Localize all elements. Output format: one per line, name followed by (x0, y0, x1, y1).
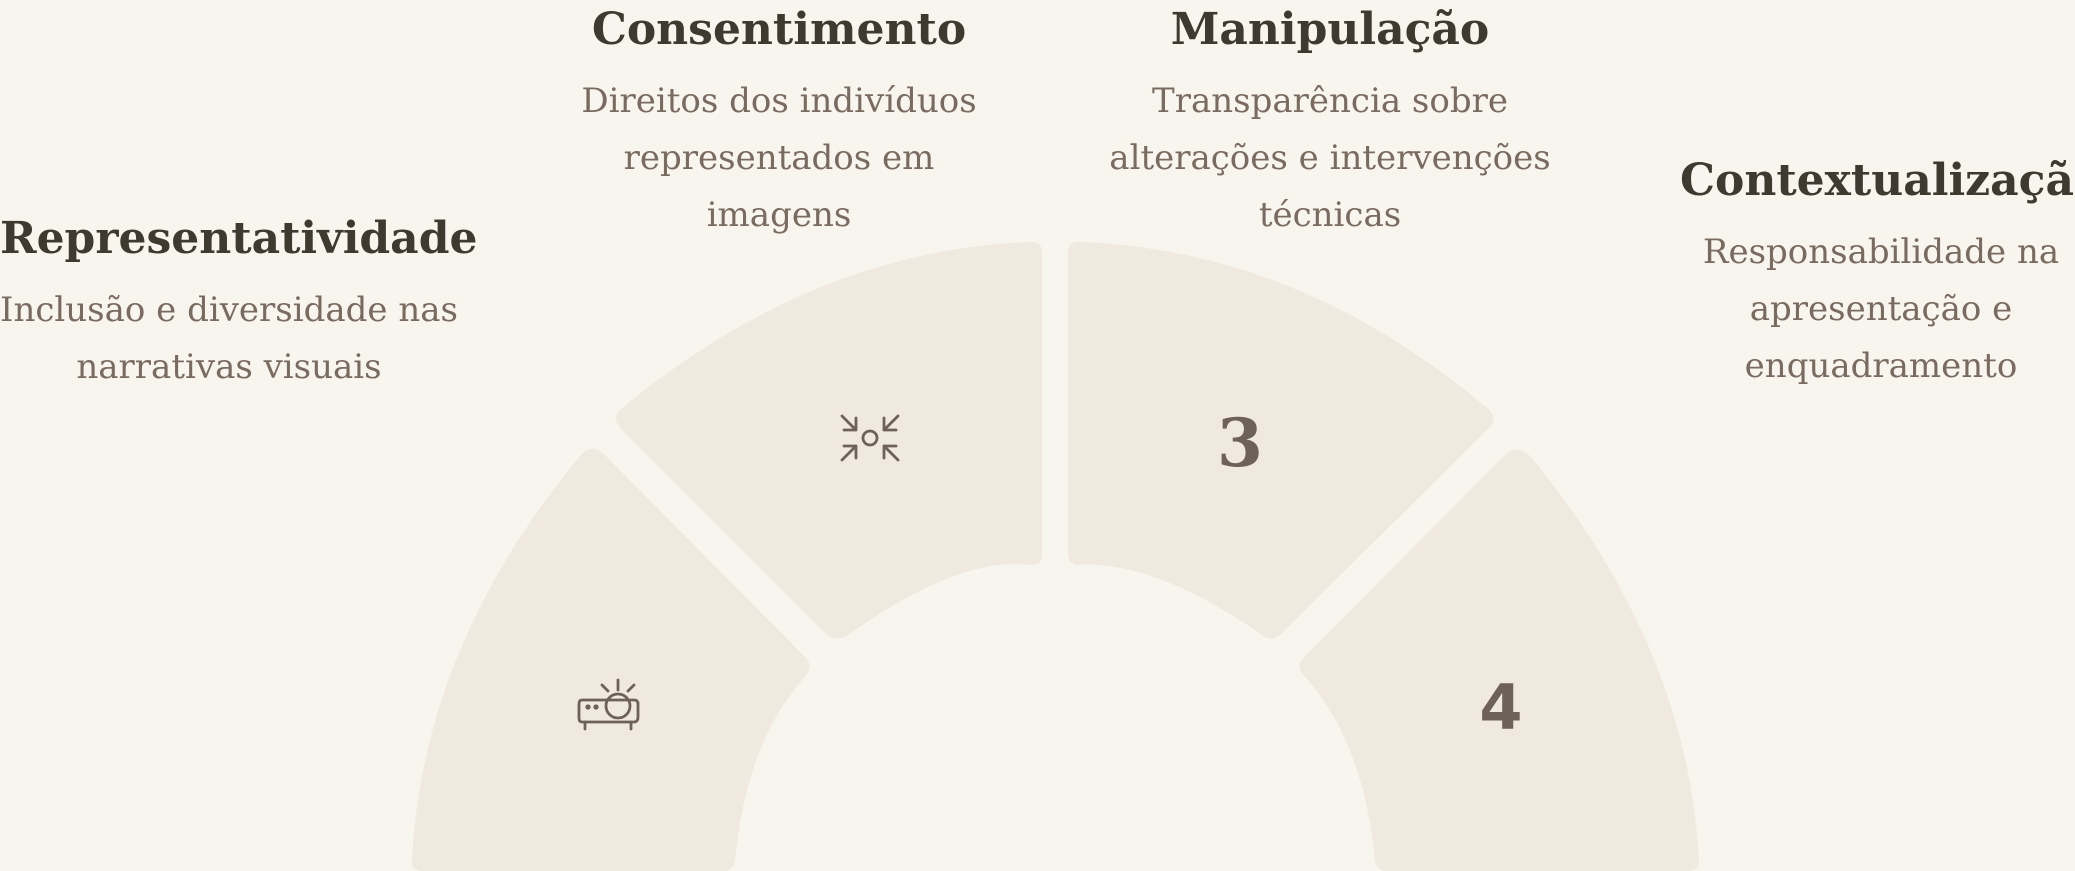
label-manipulacao: Manipulação Transparência sobre alteraçõ… (1070, 2, 1590, 244)
segment-3-number: 3 (1217, 404, 1263, 482)
label-description: Responsabilidade na apresentação e enqua… (1702, 232, 2060, 386)
segment-4-number: 4 (1479, 671, 1522, 744)
label-consentimento: Consentimento Direitos dos indivíduos re… (559, 2, 999, 244)
projector-icon (577, 678, 640, 731)
label-description: Direitos dos indivíduos representados em… (581, 81, 977, 235)
segment-2-consentimento (616, 241, 1042, 639)
label-description: Transparência sobre alterações e interve… (1109, 81, 1551, 235)
segment-4-contextualizacao (1299, 449, 1699, 871)
label-description: Inclusão e diversidade nas narrativas vi… (0, 290, 458, 387)
label-title: Representatividade (0, 213, 478, 264)
label-representatividade: Representatividade Inclusão e diversidad… (0, 211, 478, 396)
segment-1-representatividade (412, 448, 810, 871)
label-title: Contextualização (1680, 155, 2075, 206)
label-title: Manipulação (1170, 4, 1490, 55)
label-title: Consentimento (591, 4, 967, 55)
focus-arrows-icon (840, 414, 900, 462)
segment-3-manipulacao (1068, 241, 1494, 639)
label-contextualizacao: Contextualização Responsabilidade na apr… (1680, 153, 2075, 395)
